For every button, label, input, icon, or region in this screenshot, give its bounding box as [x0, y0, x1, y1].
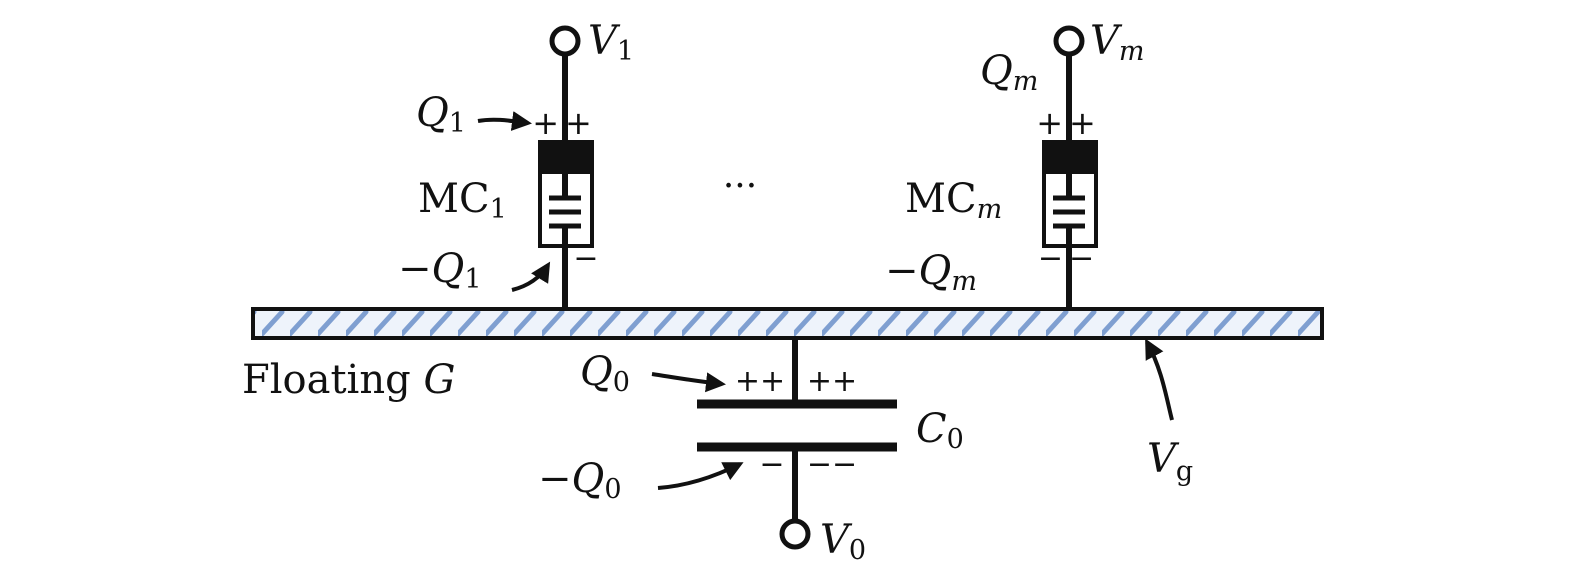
- label-q0: Q0: [580, 349, 630, 398]
- arrow-neg-q1: [511, 261, 551, 292]
- label-v1: V1: [588, 18, 634, 67]
- sign-mcm-bottom: −−: [1038, 241, 1100, 276]
- label-neg-q1: −Q1: [398, 246, 482, 295]
- memcapacitor-mc1: [538, 55, 594, 309]
- sign-c0-top-right: ++: [807, 364, 857, 399]
- sign-c0-top-left: ++: [735, 364, 785, 399]
- sign-mc1-bottom: −: [573, 241, 598, 276]
- label-mcm: MCm: [905, 176, 1002, 225]
- label-floating-gate: Floating G: [242, 357, 455, 403]
- label-mc1: MC1: [418, 176, 507, 225]
- label-vg: Vg: [1147, 436, 1193, 487]
- arrow-q0: [651, 372, 726, 393]
- arrow-neg-q0: [657, 462, 744, 490]
- label-neg-qm: −Qm: [885, 248, 977, 297]
- charge-arrows: [477, 111, 1174, 490]
- sign-mc1-top: ++: [532, 104, 598, 142]
- memcapacitor-mcm: [1042, 55, 1098, 309]
- sign-mcm-top: ++: [1036, 104, 1102, 142]
- terminal-vm-node: [1053, 25, 1085, 57]
- arrow-vg: [1145, 338, 1174, 421]
- label-qm: Qm: [980, 48, 1038, 97]
- sign-c0-bottom-right: −−: [807, 447, 857, 482]
- terminal-v1-node: [549, 25, 581, 57]
- label-q1: Q1: [416, 90, 466, 139]
- ellipsis: ···: [723, 166, 757, 207]
- arrow-q1: [477, 111, 532, 131]
- label-v0: V0: [820, 517, 866, 566]
- label-neg-q0: −Q0: [538, 456, 622, 505]
- floating-gate: [251, 307, 1324, 340]
- sign-c0-bottom-left: −: [759, 447, 784, 482]
- label-c0: C0: [916, 406, 964, 455]
- terminal-v0-node: [779, 518, 811, 550]
- capacitor-c0: [697, 338, 897, 521]
- label-vm: Vm: [1090, 18, 1145, 67]
